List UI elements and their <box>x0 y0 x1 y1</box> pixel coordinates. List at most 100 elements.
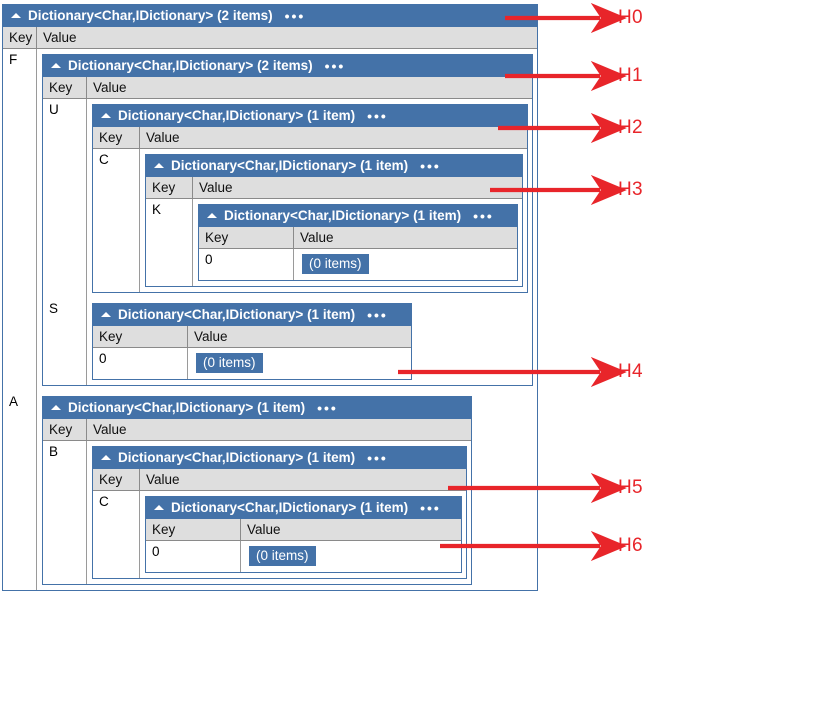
column-header-key: Key <box>3 27 37 48</box>
dictionary-header-h2[interactable]: Dictionary<Char,IDictionary> (1 item) ••… <box>93 105 527 127</box>
table-row-zero: 0 (0 items) <box>199 249 517 280</box>
table-row-zero: 0 (0 items) <box>146 541 461 572</box>
column-header-key: Key <box>43 419 87 440</box>
empty-collection-badge[interactable]: (0 items) <box>302 254 369 274</box>
dictionary-title: Dictionary<Char,IDictionary> (1 item) <box>118 450 356 465</box>
dictionary-header-h4[interactable]: Dictionary<Char,IDictionary> (1 item) ••… <box>93 304 411 326</box>
annotation-label-h5: H5 <box>618 477 643 498</box>
ellipsis-icon[interactable]: ••• <box>324 58 346 74</box>
dictionary-panel-h4[interactable]: Dictionary<Char,IDictionary> (1 item) ••… <box>92 303 412 380</box>
dictionary-title: Dictionary<Char,IDictionary> (2 items) <box>68 58 313 73</box>
ellipsis-icon[interactable]: ••• <box>317 400 338 416</box>
column-header-value: Value <box>93 422 127 437</box>
empty-collection-badge[interactable]: (0 items) <box>249 546 316 566</box>
row-key-s: S <box>43 298 87 385</box>
ellipsis-icon[interactable]: ••• <box>367 108 388 124</box>
row-key-k: K <box>146 199 193 286</box>
kv-header-row-h0: Key Value <box>3 27 537 49</box>
annotation-label-h1: H1 <box>618 65 643 86</box>
kv-header-row-h6: Key Value <box>93 469 466 491</box>
table-row-a: A Dictionary<Char,IDictionary> (1 item) … <box>3 391 537 590</box>
ellipsis-icon[interactable]: ••• <box>367 450 388 466</box>
annotation-label-h0: H0 <box>618 7 643 28</box>
row-key-zero: 0 <box>199 249 294 280</box>
dictionary-header-deepest[interactable]: Dictionary<Char,IDictionary> (1 item) ••… <box>199 205 517 227</box>
triangle-up-icon[interactable] <box>101 112 111 118</box>
triangle-up-icon[interactable] <box>154 162 164 168</box>
column-header-key: Key <box>93 469 140 490</box>
dictionary-title: Dictionary<Char,IDictionary> (1 item) <box>171 500 409 515</box>
kv-header-row-h3: Key Value <box>146 177 522 199</box>
row-key-c: C <box>93 149 140 292</box>
dictionary-panel-h0[interactable]: Dictionary<Char,IDictionary> (2 items) •… <box>2 4 538 591</box>
row-key-c2: C <box>93 491 140 578</box>
dictionary-panel-h5[interactable]: Dictionary<Char,IDictionary> (1 item) ••… <box>42 396 472 585</box>
dictionary-panel-h3[interactable]: Dictionary<Char,IDictionary> (1 item) ••… <box>145 154 523 287</box>
table-row-k: K Dictionary<Char,IDictionary> (1 item) <box>146 199 522 286</box>
column-header-key: Key <box>43 77 87 98</box>
row-key-f: F <box>3 49 37 391</box>
row-key-b: B <box>43 441 87 584</box>
ellipsis-icon[interactable]: ••• <box>420 158 441 174</box>
row-key-u: U <box>43 99 87 298</box>
dictionary-title: Dictionary<Char,IDictionary> (1 item) <box>224 208 462 223</box>
row-value-a: Dictionary<Char,IDictionary> (1 item) ••… <box>37 391 537 590</box>
table-row-b: B Dictionary<Char,IDictionary> (1 item) … <box>43 441 471 584</box>
table-row-c: C Dictionary<Char,IDictionary> (1 item) … <box>93 149 527 292</box>
dictionary-panel-h1[interactable]: Dictionary<Char,IDictionary> (2 items) •… <box>42 54 533 386</box>
row-value-s: Dictionary<Char,IDictionary> (1 item) ••… <box>87 298 532 385</box>
triangle-up-icon[interactable] <box>207 212 217 218</box>
triangle-up-icon[interactable] <box>51 404 61 410</box>
annotation-label-h2: H2 <box>618 117 643 138</box>
column-header-value: Value <box>93 80 127 95</box>
table-row-zero: 0 (0 items) <box>93 348 411 379</box>
row-value-c: Dictionary<Char,IDictionary> (1 item) ••… <box>140 149 527 292</box>
triangle-up-icon[interactable] <box>11 12 21 18</box>
triangle-up-icon[interactable] <box>154 504 164 510</box>
column-header-value: Value <box>194 329 228 344</box>
column-header-value: Value <box>146 130 180 145</box>
row-value-b: Dictionary<Char,IDictionary> (1 item) ••… <box>87 441 471 584</box>
dictionary-panel-h2[interactable]: Dictionary<Char,IDictionary> (1 item) ••… <box>92 104 528 293</box>
dictionary-panel-deepest[interactable]: Dictionary<Char,IDictionary> (1 item) ••… <box>198 204 518 281</box>
row-value-c2: Dictionary<Char,IDictionary> (1 item) ••… <box>140 491 466 578</box>
table-row-f: F Dictionary<Char,IDictionary> (2 items)… <box>3 49 537 391</box>
column-header-key: Key <box>199 227 294 248</box>
empty-collection-badge[interactable]: (0 items) <box>196 353 263 373</box>
dictionary-header-h0[interactable]: Dictionary<Char,IDictionary> (2 items) •… <box>3 5 537 27</box>
dictionary-header-h1[interactable]: Dictionary<Char,IDictionary> (2 items) •… <box>43 55 532 77</box>
ellipsis-icon[interactable]: ••• <box>420 500 441 516</box>
dictionary-panel-h6-inner[interactable]: Dictionary<Char,IDictionary> (1 item) ••… <box>145 496 462 573</box>
dictionary-title: Dictionary<Char,IDictionary> (1 item) <box>68 400 306 415</box>
column-header-value: Value <box>300 230 334 245</box>
column-header-value: Value <box>146 472 180 487</box>
ellipsis-icon[interactable]: ••• <box>284 8 306 24</box>
row-value-k: Dictionary<Char,IDictionary> (1 item) ••… <box>193 199 522 286</box>
table-row-s: S Dictionary<Char,IDictionary> (1 item) … <box>43 298 532 385</box>
row-value-zero: (0 items) <box>241 541 461 572</box>
dictionary-title: Dictionary<Char,IDictionary> (2 items) <box>28 8 273 23</box>
kv-header-row-h4: Key Value <box>93 326 411 348</box>
row-value-zero: (0 items) <box>294 249 517 280</box>
dictionary-panel-h6[interactable]: Dictionary<Char,IDictionary> (1 item) ••… <box>92 446 467 579</box>
row-key-a: A <box>3 391 37 590</box>
ellipsis-icon[interactable]: ••• <box>473 208 494 224</box>
triangle-up-icon[interactable] <box>101 311 111 317</box>
ellipsis-icon[interactable]: ••• <box>367 307 388 323</box>
column-header-value: Value <box>199 180 233 195</box>
dictionary-title: Dictionary<Char,IDictionary> (1 item) <box>118 307 356 322</box>
row-value-f: Dictionary<Char,IDictionary> (2 items) •… <box>37 49 537 391</box>
dictionary-title: Dictionary<Char,IDictionary> (1 item) <box>118 108 356 123</box>
triangle-up-icon[interactable] <box>101 454 111 460</box>
triangle-up-icon[interactable] <box>51 62 61 68</box>
row-value-u: Dictionary<Char,IDictionary> (1 item) ••… <box>87 99 532 298</box>
dictionary-header-h5[interactable]: Dictionary<Char,IDictionary> (1 item) ••… <box>43 397 471 419</box>
dictionary-header-h6[interactable]: Dictionary<Char,IDictionary> (1 item) ••… <box>93 447 466 469</box>
dictionary-header-h6-inner[interactable]: Dictionary<Char,IDictionary> (1 item) ••… <box>146 497 461 519</box>
annotation-label-h4: H4 <box>618 361 643 382</box>
kv-header-row-h2: Key Value <box>93 127 527 149</box>
annotation-label-h3: H3 <box>618 179 643 200</box>
column-header-key: Key <box>146 177 193 198</box>
kv-header-row-deepest: Key Value <box>199 227 517 249</box>
dictionary-header-h3[interactable]: Dictionary<Char,IDictionary> (1 item) ••… <box>146 155 522 177</box>
